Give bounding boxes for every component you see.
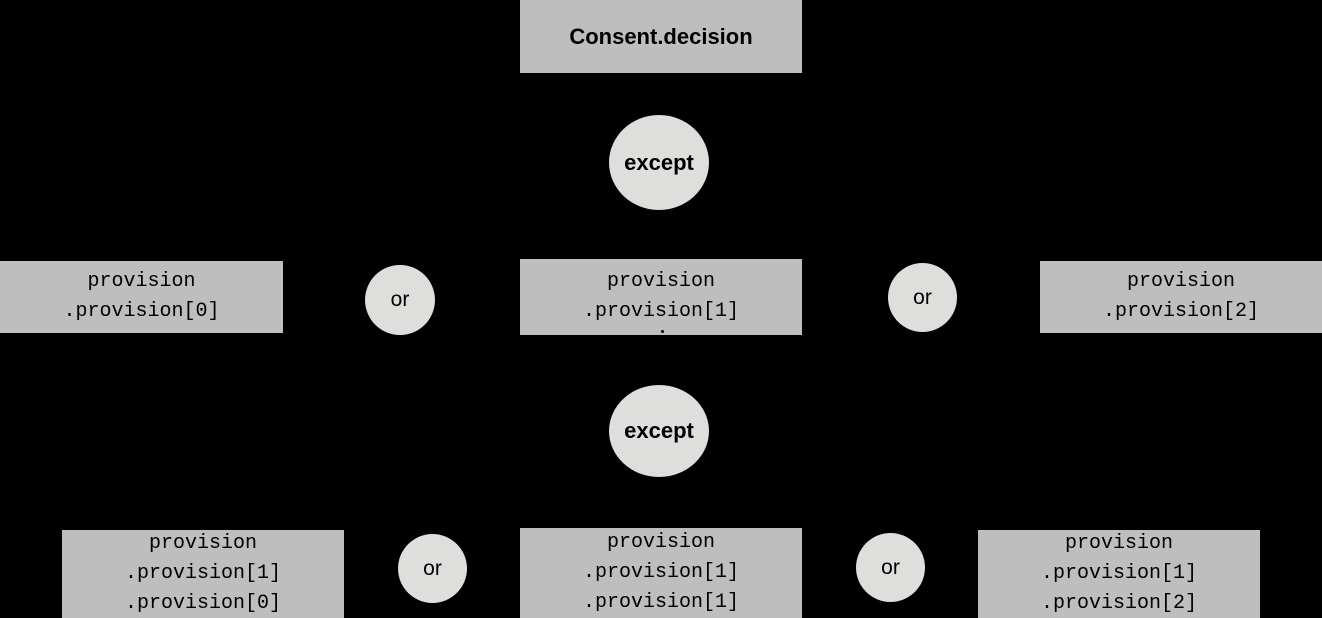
node-provision-0[interactable]: provision .provision[0]	[0, 261, 283, 333]
operator-or-row3-left[interactable]: or	[398, 534, 467, 603]
edge-connector-dot-bottom	[661, 330, 664, 333]
node-line: .provision[0]	[63, 300, 220, 323]
node-line: provision	[606, 270, 716, 293]
node-provision-1-1[interactable]: provision .provision[1] .provision[1]	[520, 528, 802, 618]
operator-label: or	[390, 288, 410, 311]
node-line: .provision[0]	[124, 592, 282, 615]
operator-or-row3-right[interactable]: or	[856, 533, 925, 602]
operator-except-2[interactable]: except	[609, 385, 709, 477]
node-line: .provision[1]	[124, 562, 282, 585]
operator-label: or	[881, 555, 900, 579]
node-line: provision	[87, 270, 196, 293]
node-label: Consent.decision	[569, 23, 753, 49]
node-line: .provision[1]	[582, 300, 740, 323]
node-line: .provision[1]	[582, 591, 740, 614]
node-provision-1-0[interactable]: provision .provision[1] .provision[0]	[62, 530, 344, 618]
node-provision-1-2[interactable]: provision .provision[1] .provision[2]	[978, 530, 1260, 618]
node-consent-decision[interactable]: Consent.decision	[520, 0, 802, 73]
node-line: .provision[2]	[1040, 592, 1198, 615]
node-line: .provision[2]	[1102, 300, 1260, 323]
edge-connector-dot-top	[661, 247, 664, 250]
node-provision-2[interactable]: provision .provision[2]	[1040, 261, 1322, 333]
node-line: .provision[1]	[1040, 562, 1198, 585]
node-line: .provision[1]	[582, 561, 740, 584]
operator-except-1[interactable]: except	[609, 115, 709, 210]
operator-label: or	[423, 556, 442, 580]
node-provision-1[interactable]: provision .provision[1]	[520, 259, 802, 335]
operator-label: except	[624, 418, 694, 443]
node-line: provision	[1064, 532, 1174, 555]
operator-label: or	[913, 285, 932, 309]
node-line: provision	[148, 532, 258, 555]
operator-label: except	[624, 149, 694, 175]
operator-or-row2-left[interactable]: or	[365, 265, 435, 335]
operator-or-row2-right[interactable]: or	[888, 263, 957, 332]
node-line: provision	[1126, 270, 1236, 293]
node-line: provision	[606, 531, 716, 554]
